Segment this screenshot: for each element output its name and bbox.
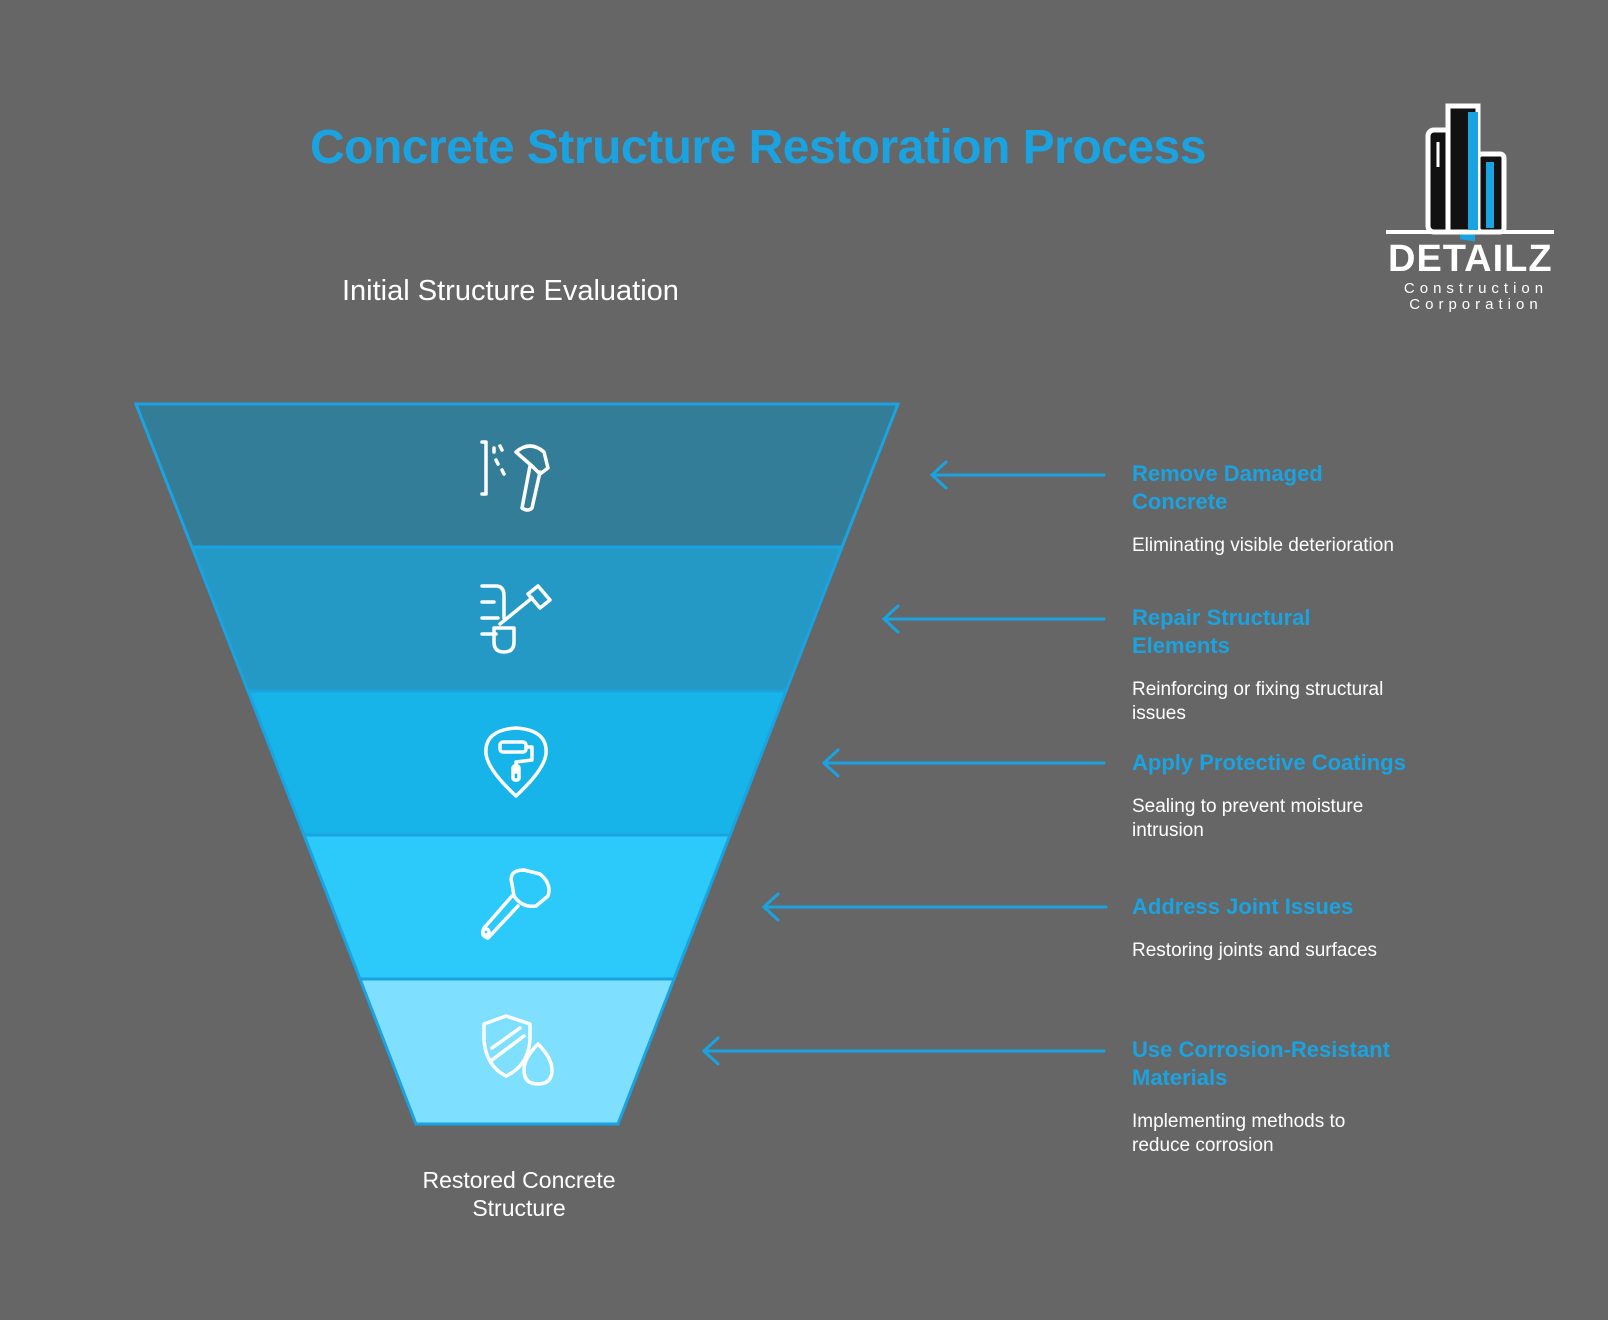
step-title: Remove Damaged Concrete xyxy=(1132,461,1323,514)
funnel-layer-1 xyxy=(133,402,901,549)
arrow-step-5 xyxy=(701,1036,1106,1066)
step-5: Use Corrosion-Resistant Materials Implem… xyxy=(1132,1036,1432,1158)
hammer-icon xyxy=(480,440,550,512)
step-title: Apply Protective Coatings xyxy=(1132,750,1406,775)
arrow-step-3 xyxy=(821,748,1106,778)
step-2: Repair Structural Elements Reinforcing o… xyxy=(1132,604,1432,726)
paint-roller-icon xyxy=(484,726,548,798)
step-description: Eliminating visible deterioration xyxy=(1132,535,1394,556)
step-description: Restoring joints and surfaces xyxy=(1132,940,1378,961)
step-1: Remove Damaged Concrete Eliminating visi… xyxy=(1132,460,1432,558)
funnel-layer-2 xyxy=(189,545,845,693)
funnel-top-label: Initial Structure Evaluation xyxy=(342,275,679,307)
funnel-bottom-label: Restored Concrete Structure xyxy=(422,1167,616,1221)
logo-wordmark: DETAILZ xyxy=(1388,238,1553,280)
shield-drop-icon xyxy=(482,1014,554,1086)
step-title: Address Joint Issues xyxy=(1132,894,1354,919)
step-title: Use Corrosion-Resistant Materials xyxy=(1132,1037,1390,1090)
detailz-logo xyxy=(1386,103,1554,242)
logo-subline-1: Construction xyxy=(1403,280,1549,297)
step-title: Repair Structural Elements xyxy=(1132,605,1311,658)
arrow-step-2 xyxy=(881,604,1106,634)
step-description: Sealing to prevent moisture intrusion xyxy=(1132,796,1364,841)
step-description: Reinforcing or fixing structural issues xyxy=(1132,679,1384,724)
sealant-gun-icon xyxy=(480,868,551,940)
pipe-wrench-icon xyxy=(480,584,552,654)
logo-subline-2: Corporation xyxy=(1409,296,1543,313)
arrow-step-4 xyxy=(761,892,1108,922)
step-3: Apply Protective Coatings Sealing to pre… xyxy=(1132,749,1432,843)
page-title: Concrete Structure Restoration Process xyxy=(310,121,1206,174)
funnel-layer-5 xyxy=(357,977,677,1126)
step-description: Implementing methods to reduce corrosion xyxy=(1132,1111,1346,1156)
step-4: Address Joint Issues Restoring joints an… xyxy=(1132,893,1432,963)
arrow-step-1 xyxy=(929,460,1106,490)
